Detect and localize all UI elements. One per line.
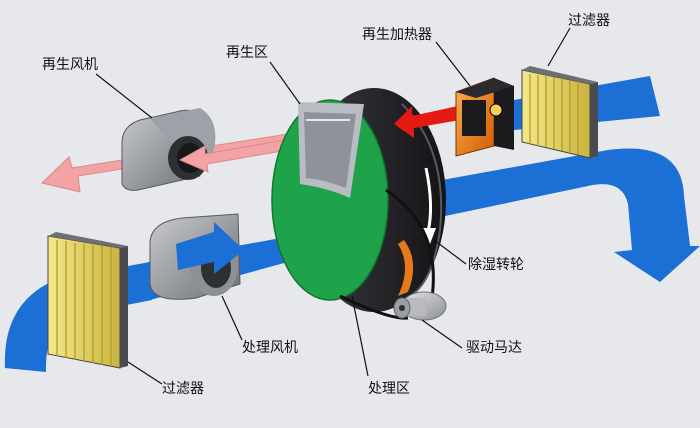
leader-drive-motor — [421, 319, 463, 349]
process-outlet-arrow — [420, 148, 700, 282]
leader-regen-fan — [95, 73, 153, 119]
regen-heater — [455, 77, 514, 157]
label-rotor: 除湿转轮 — [468, 257, 524, 273]
label-drive-motor: 驱动马达 — [466, 340, 522, 356]
label-regen-heater: 再生加热器 — [362, 27, 432, 43]
process-fan-flow — [176, 222, 244, 274]
label-process-zone: 处理区 — [368, 381, 410, 397]
leader-rotor — [433, 239, 467, 265]
desiccant-rotor — [271, 88, 446, 312]
leader-regen-heater — [435, 41, 471, 87]
leader-filter-bottom — [127, 361, 163, 385]
regen-exhaust-arrow — [40, 127, 329, 193]
leader-regen-zone — [269, 61, 301, 105]
label-filter-bottom: 过滤器 — [162, 381, 204, 397]
leader-process-fan — [221, 295, 243, 341]
heater-air-arrow — [394, 106, 460, 138]
label-filter-top: 过滤器 — [568, 13, 610, 29]
label-regen-zone: 再生区 — [226, 45, 268, 61]
label-regen-fan: 再生风机 — [42, 57, 98, 73]
label-process-fan: 处理风机 — [242, 340, 298, 356]
filter-top — [521, 66, 598, 159]
drive-motor — [393, 291, 447, 321]
leader-lines — [95, 27, 571, 385]
leader-filter-top — [547, 27, 571, 67]
leader-process-zone — [351, 295, 369, 377]
filter-bottom — [47, 232, 128, 369]
